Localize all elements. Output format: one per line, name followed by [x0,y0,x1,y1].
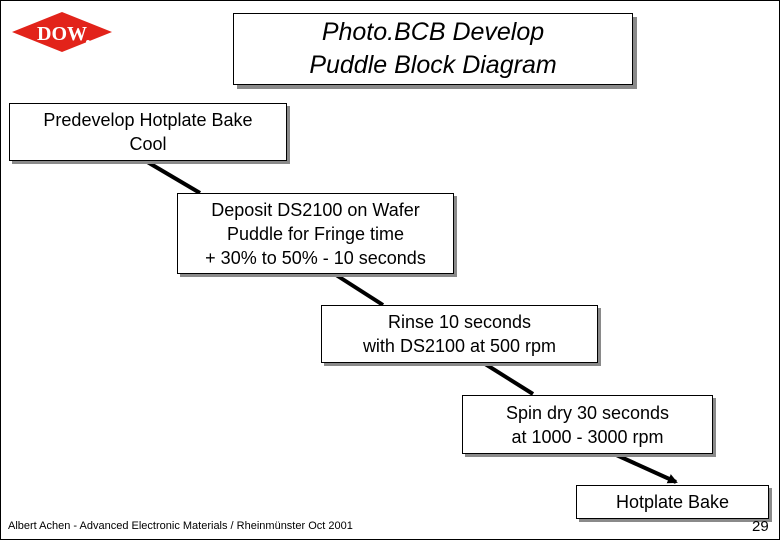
arrow-4-to-5 [611,451,678,484]
step-2-line-3: + 30% to 50% - 10 seconds [205,247,426,268]
title-box: Photo.BCB Develop Puddle Block Diagram [233,13,633,85]
step-1-line-2: Cool [129,134,167,154]
step-2-line-1: Deposit DS2100 on Wafer [211,199,420,220]
logo-text: DOW [37,23,87,45]
arrow-1-to-2 [142,158,202,195]
step-deposit-puddle: Deposit DS2100 on Wafer Puddle for Fring… [177,193,454,274]
step-4-line-1: Spin dry 30 seconds [505,402,670,423]
footer-credit: Albert Achen - Advanced Electronic Mater… [8,520,353,532]
step-3-line-1: Rinse 10 seconds [387,312,532,332]
step-hotplate-bake: Hotplate Bake [576,485,769,519]
arrow-2-to-3 [331,271,385,307]
title-line-1: Photo.BCB Develop [321,18,545,46]
step-spin-dry: Spin dry 30 seconds at 1000 - 3000 rpm [462,395,713,454]
title-line-2: Puddle Block Diagram [309,51,557,79]
page-number: 29 [752,518,769,535]
logo-registered-mark [86,40,90,44]
step-4-line-2: at 1000 - 3000 rpm [511,426,664,447]
step-1-line-1: Predevelop Hotplate Bake [43,110,253,130]
dow-logo: DOW [12,12,112,52]
step-rinse: Rinse 10 seconds with DS2100 at 500 rpm [321,305,598,363]
step-2-line-2: Puddle for Fringe time [226,223,405,244]
arrow-3-to-4 [480,360,535,396]
step-3-line-2: with DS2100 at 500 rpm [362,336,557,356]
step-predevelop-bake: Predevelop Hotplate Bake Cool [9,103,287,161]
step-5-line-1: Hotplate Bake [615,492,730,512]
